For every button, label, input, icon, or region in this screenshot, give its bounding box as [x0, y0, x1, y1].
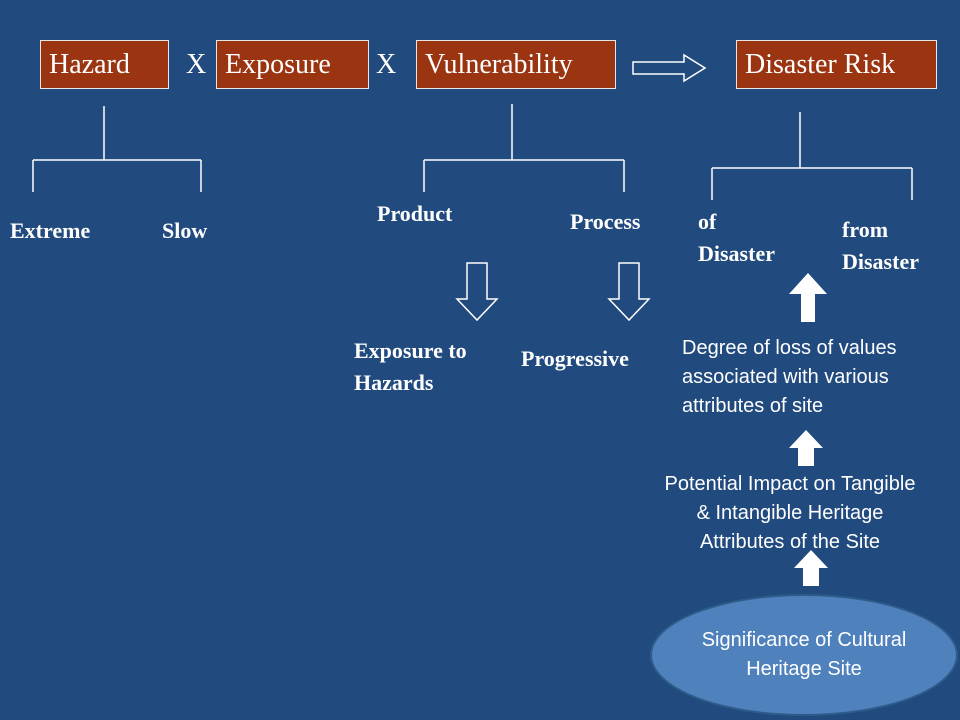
risk-tree-connector	[711, 112, 913, 200]
hazard-slow-label: Slow	[162, 218, 208, 243]
product-down-arrow	[455, 262, 499, 322]
multiply-sign-2: X	[376, 49, 397, 80]
exposure-box: Exposure	[216, 40, 369, 89]
up-arrow-to-risk	[789, 273, 827, 322]
vulnerability-product-label: Product	[377, 201, 453, 226]
up-arrow-to-impact	[794, 550, 828, 586]
process-down-arrow	[607, 262, 651, 322]
process-result-label: Progressive	[521, 346, 629, 371]
multiply-sign-1: X	[186, 49, 207, 80]
up-arrow-to-loss	[789, 430, 823, 466]
hazard-tree-connector	[32, 106, 202, 192]
potential-impact-text: Potential Impact on Tangible & Intangibl…	[664, 473, 916, 553]
vulnerability-process-label: Process	[570, 209, 641, 234]
significance-text-line2: Heritage Site	[746, 658, 862, 680]
disaster-risk-box: Disaster Risk	[736, 40, 937, 89]
vulnerability-box: Vulnerability	[416, 40, 616, 89]
risk-of-disaster-label: of Disaster	[698, 209, 775, 266]
risk-from-disaster-label: from Disaster	[842, 217, 919, 274]
vulnerability-tree-connector	[423, 104, 625, 192]
formula-arrow	[632, 53, 707, 83]
hazard-extreme-label: Extreme	[10, 218, 91, 243]
significance-text-line1: Significance of Cultural	[701, 629, 907, 651]
product-result-label: Exposure to Hazards	[354, 338, 467, 395]
degree-of-loss-text: Degree of loss of values associated with…	[682, 337, 897, 417]
hazard-box: Hazard	[40, 40, 169, 89]
significance-ellipse: Significance of Cultural Heritage Site	[650, 594, 958, 716]
